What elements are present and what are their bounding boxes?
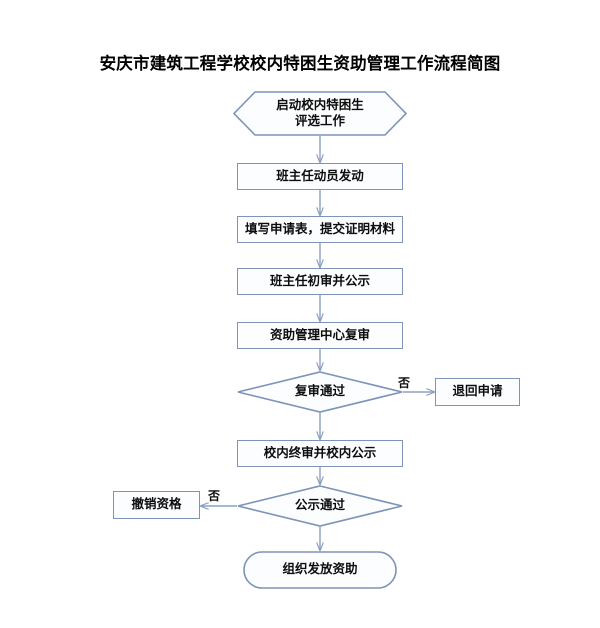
diamond-shape [237,371,403,413]
node-decision-publicity-pass[interactable]: 公示通过 [237,485,403,527]
node-final-review-publicity[interactable]: 校内终审并校内公示 [237,440,403,467]
edge-label-no-publicity: 否 [208,489,221,503]
node-revoke-qualification-label: 撤销资格 [131,497,182,512]
node-disburse-aid[interactable]: 组织发放资助 [243,551,397,589]
hexagon-shape [233,91,407,136]
node-center-second-review-label: 资助管理中心复审 [269,327,370,342]
node-start-selection[interactable]: 启动校内特困生 评选工作 [233,91,407,136]
pill-shape [243,551,397,589]
diamond-shape [237,485,403,527]
node-revoke-qualification[interactable]: 撤销资格 [113,491,200,519]
node-center-second-review[interactable]: 资助管理中心复审 [237,322,403,349]
node-teacher-mobilize[interactable]: 班主任动员发动 [237,163,403,190]
node-teacher-first-review-label: 班主任初审并公示 [269,273,370,288]
node-final-review-publicity-label: 校内终审并校内公示 [263,445,377,460]
edge-label-no-review: 否 [398,376,411,390]
node-teacher-first-review[interactable]: 班主任初审并公示 [237,268,403,295]
node-submit-application[interactable]: 填写申请表，提交证明材料 [237,216,403,243]
node-return-application-label: 退回申请 [452,384,503,399]
node-return-application[interactable]: 退回申请 [435,378,520,406]
node-decision-review-pass[interactable]: 复审通过 [237,371,403,413]
node-submit-application-label: 填写申请表，提交证明材料 [244,221,395,236]
node-teacher-mobilize-label: 班主任动员发动 [276,168,364,183]
page-title: 安庆市建筑工程学校校内特困生资助管理工作流程简图 [99,54,501,73]
